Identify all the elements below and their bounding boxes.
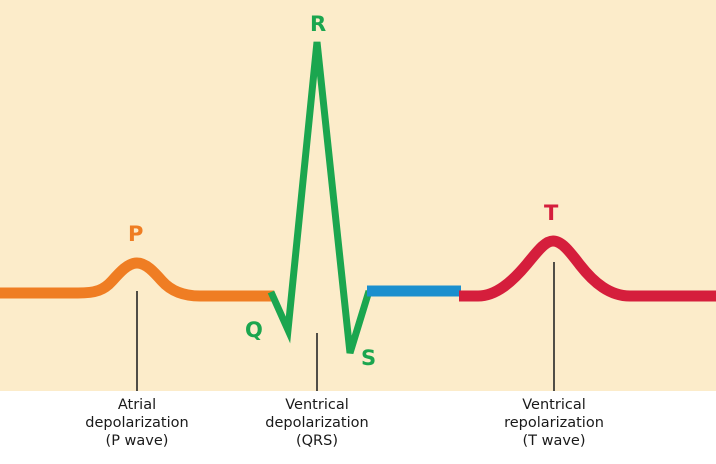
ecg-plot-area: P Q R S T xyxy=(0,0,716,391)
t-wave-trace xyxy=(459,235,716,302)
qrs-complex-trace xyxy=(267,41,373,355)
caption-line: repolarization xyxy=(504,415,604,431)
caption-ventricular-repolarization: Ventrical repolarization (T wave) xyxy=(474,396,634,450)
caption-line: Ventrical xyxy=(522,397,586,413)
caption-line: (T wave) xyxy=(522,433,586,449)
wave-label-t: T xyxy=(544,201,559,225)
p-wave-trace xyxy=(0,257,274,302)
caption-line: Atrial xyxy=(117,397,157,413)
caption-line: (QRS) xyxy=(295,433,338,449)
ecg-trace-svg xyxy=(0,41,716,391)
caption-band: Atrial depolarization (P wave) Ventrical… xyxy=(0,391,716,464)
wave-label-s: S xyxy=(361,346,377,370)
caption-line: depolarization xyxy=(265,415,369,431)
wave-label-q: Q xyxy=(245,318,263,342)
caption-atrial-depolarization: Atrial depolarization (P wave) xyxy=(57,396,217,450)
wave-label-p: P xyxy=(128,222,144,246)
caption-line: Ventrical xyxy=(285,397,349,413)
caption-ventricular-depolarization: Ventrical depolarization (QRS) xyxy=(237,396,397,450)
caption-line: depolarization xyxy=(85,415,189,431)
caption-line: (P wave) xyxy=(105,433,169,449)
wave-label-r: R xyxy=(310,12,327,36)
